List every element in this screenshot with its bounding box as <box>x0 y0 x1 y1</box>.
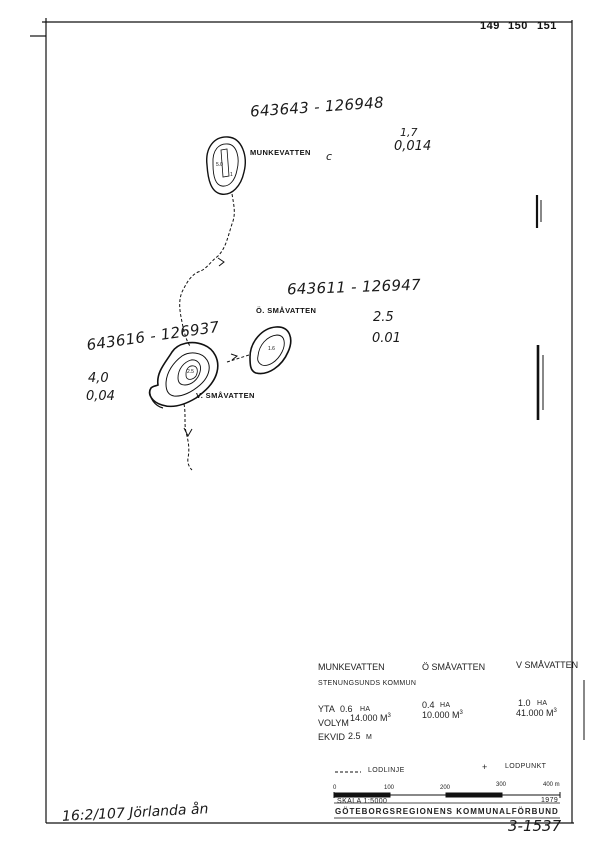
area-value: 0.6 <box>340 704 353 714</box>
volume-unit-exponent: 3 <box>459 710 463 716</box>
v-smavatten-volume-note: 0,04 <box>86 389 115 404</box>
volume-unit-exponent: 3 <box>553 708 557 714</box>
info-header-v-smavatten: V SMÅVATTEN <box>516 660 579 670</box>
o-smavatten-depth: 1.6 <box>268 346 275 352</box>
v-smavatten-lake <box>148 341 219 409</box>
archive-number-note: 3-1537 <box>508 817 562 835</box>
volume-value: 41.000 M3 <box>516 708 557 718</box>
munkevatten-lake <box>206 136 246 195</box>
sheet-number: 151 <box>537 20 557 32</box>
scale-tick-label: 300 <box>496 782 507 788</box>
municipality-name: STENUNGSUNDS KOMMUN <box>318 680 417 687</box>
volume-number: 14.000 <box>350 713 378 723</box>
volume-number: 41.000 <box>516 708 544 718</box>
contour-interval-unit: M <box>366 734 373 741</box>
lodpunkt-symbol: + <box>482 762 488 772</box>
munkevatten-volume-note: 0,014 <box>394 139 432 154</box>
sheet-number: 150 <box>508 20 528 32</box>
scale-year: 1979 <box>541 797 559 804</box>
lodlinje-label: LODLINJE <box>368 767 405 774</box>
munkevatten-depth: 5.0 <box>216 162 223 168</box>
info-row-label: EKVID <box>318 732 346 742</box>
scale-tick-label: 0 <box>333 785 337 791</box>
scale-tick-label: 200 <box>440 785 451 791</box>
info-header-munkevatten: MUNKEVATTEN <box>318 662 385 672</box>
scale-tick-label: 400 m <box>543 782 560 788</box>
volume-value: 14.000 M3 <box>350 713 391 723</box>
scale-tick-label: 100 <box>384 785 395 791</box>
o-smavatten-volume-note: 0.01 <box>372 331 401 346</box>
o-smavatten-lake <box>249 326 292 375</box>
map-frame <box>30 18 574 824</box>
munkevatten-depth: 1 <box>230 172 233 178</box>
o-smavatten-label: Ö. SMÅVATTEN <box>256 306 317 315</box>
munkevatten-label: MUNKEVATTEN <box>250 148 311 157</box>
info-row-label: VOLYM <box>318 718 349 728</box>
volume-unit-exponent: 3 <box>387 713 391 719</box>
organization-name: GÖTEBORGSREGIONENS KOMMUNALFÖRBUND <box>335 807 559 816</box>
volume-number: 10.000 <box>422 710 450 720</box>
scale-bar <box>333 792 561 819</box>
v-smavatten-label: V. SMÅVATTEN <box>196 391 255 400</box>
area-value: 0.4 <box>422 700 435 710</box>
volume-unit: M <box>452 710 460 720</box>
area-unit: HA <box>440 702 451 709</box>
streams <box>179 193 250 471</box>
area-value: 1.0 <box>518 698 531 708</box>
hand-mark-c: c <box>326 150 333 163</box>
contour-interval-value: 2.5 <box>348 731 361 741</box>
v-smavatten-area-note: 4,0 <box>88 371 109 386</box>
o-smavatten-area-note: 2.5 <box>373 310 394 325</box>
volume-unit: M <box>546 708 554 718</box>
info-header-o-smavatten: Ö SMÅVATTEN <box>422 662 486 672</box>
sheet-number: 149 <box>480 20 500 32</box>
v-smavatten-depth: 2.5 <box>187 369 194 375</box>
volume-value: 10.000 M3 <box>422 710 463 720</box>
volume-unit: M <box>380 713 388 723</box>
scale-label: SKALA 1:5000 <box>337 798 388 805</box>
scan-marks <box>535 195 585 740</box>
area-unit: HA <box>537 700 548 707</box>
munkevatten-area-note: 1,7 <box>400 126 418 139</box>
area-unit: HA <box>360 706 371 713</box>
flow-arrows <box>183 257 239 438</box>
lodpunkt-label: LODPUNKT <box>505 763 547 770</box>
info-row-label: YTA <box>318 704 335 714</box>
